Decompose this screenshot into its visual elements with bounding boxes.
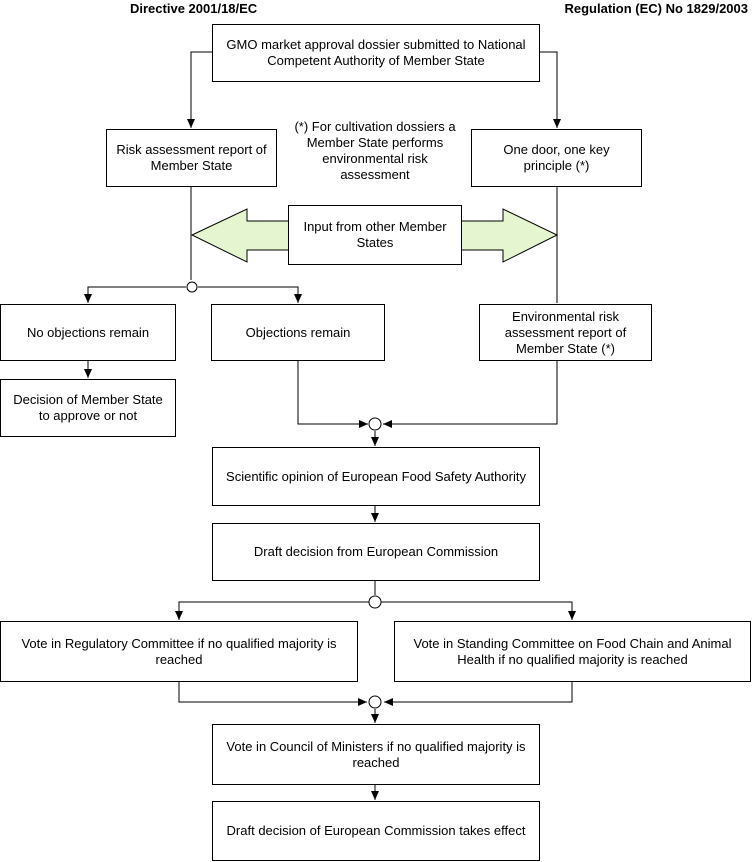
no-objections-text: No objections remain <box>26 324 150 340</box>
connector-dossier-to-risk-report <box>187 51 212 128</box>
dossier-box: GMO market approval dossier submitted to… <box>212 24 540 82</box>
input-other-box: Input from other Member States <box>288 205 462 265</box>
split-node-directive <box>186 281 198 293</box>
connector-vote-regulatory-to-merge <box>178 682 367 706</box>
input-other-text: Input from other Member States <box>303 219 447 250</box>
connector-split-to-vote-standing <box>381 601 576 620</box>
env-report-box: Environmental risk assessment report of … <box>479 304 652 361</box>
draft-ec-box: Draft decision from European Commission <box>212 523 540 581</box>
risk-report-box: Risk assessment report of Member State <box>106 129 277 187</box>
connector-env-report-to-merge <box>383 361 558 428</box>
draft-ec-text: Draft decision from European Commission <box>253 544 499 559</box>
vote-council-text: Vote in Council of Ministers if no quali… <box>226 738 526 770</box>
objections-box: Objections remain <box>211 304 385 361</box>
connector-objections-to-merge <box>297 361 368 428</box>
takes-effect-box: Draft decision of European Commission ta… <box>212 801 540 861</box>
split-node-votes <box>368 595 382 609</box>
connector-vote-standing-to-merge <box>384 682 573 706</box>
connector-split-to-objections <box>198 286 302 303</box>
risk-report-text: Risk assessment report of Member State <box>116 142 267 173</box>
heading-directive: Directive 2001/18/EC <box>130 1 258 16</box>
vote-regulatory-box: Vote in Regulatory Committee if no quali… <box>0 621 358 682</box>
env-report-text: Environmental risk assessment report of … <box>504 308 627 356</box>
vote-standing-box: Vote in Standing Committee on Food Chain… <box>394 621 751 682</box>
vote-regulatory-text: Vote in Regulatory Committee if no quali… <box>21 635 337 667</box>
connector-split-to-no-objections <box>84 286 186 303</box>
merge-node-efsa <box>368 417 382 431</box>
takes-effect-text: Draft decision of European Commission ta… <box>226 823 526 838</box>
decision-ms-box: Decision of Member State to approve or n… <box>0 379 176 437</box>
cultivation-note: (*) For cultivation dossiers a Member St… <box>288 119 462 182</box>
one-door-text: One door, one key principle (*) <box>503 142 610 173</box>
dossier-text: GMO market approval dossier submitted to… <box>226 37 526 68</box>
vote-council-box: Vote in Council of Ministers if no quali… <box>212 724 540 785</box>
connector-dossier-to-one-door <box>540 51 561 128</box>
vote-standing-text: Vote in Standing Committee on Food Chain… <box>413 635 732 667</box>
merge-node-council <box>368 695 382 709</box>
objections-text: Objections remain <box>245 324 351 340</box>
efsa-text: Scientific opinion of European Food Safe… <box>226 468 526 484</box>
connector-split-to-vote-regulatory <box>175 601 369 620</box>
decision-ms-text: Decision of Member State to approve or n… <box>13 392 163 423</box>
no-objections-box: No objections remain <box>0 304 176 361</box>
cultivation-note-text: (*) For cultivation dossiers a Member St… <box>294 119 456 182</box>
one-door-box: One door, one key principle (*) <box>471 129 642 187</box>
efsa-box: Scientific opinion of European Food Safe… <box>212 447 540 506</box>
heading-regulation: Regulation (EC) No 1829/2003 <box>564 1 749 16</box>
